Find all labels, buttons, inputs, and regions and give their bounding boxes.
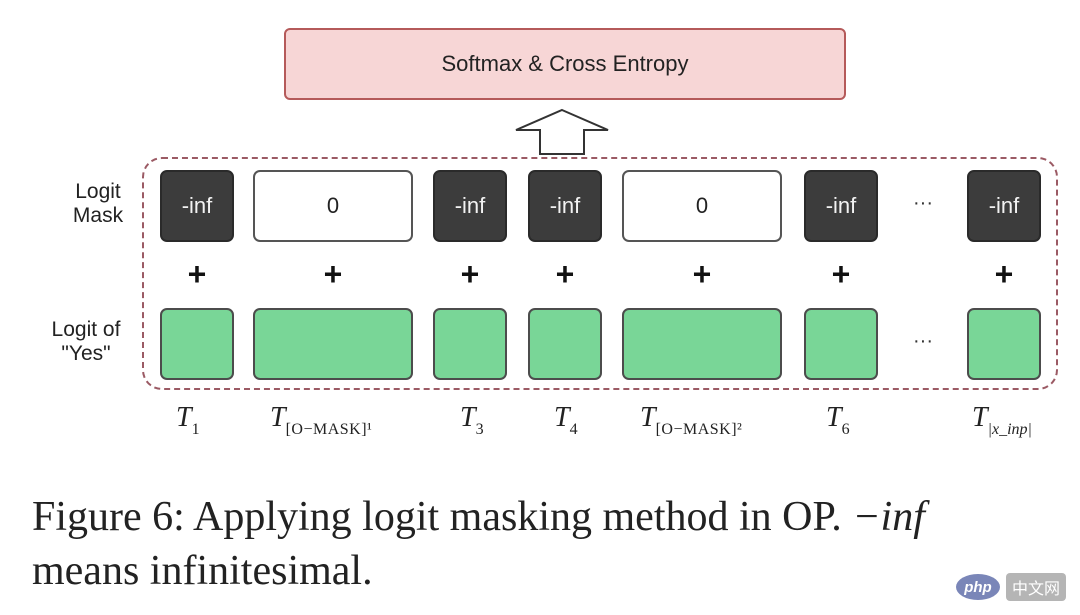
token-main: T — [972, 402, 988, 433]
row-label-logit-yes: Logit of "Yes" — [36, 318, 136, 366]
logit-yes-cell — [622, 308, 782, 380]
token-sub: 6 — [841, 421, 851, 438]
mask-value: -inf — [454, 193, 486, 218]
mask-value: -inf — [988, 193, 1020, 218]
mask-cell: -inf — [967, 170, 1041, 242]
plus-sign: + — [994, 256, 1014, 292]
row-label-line: Logit of — [51, 318, 121, 341]
mask-cell: 0 — [622, 170, 782, 242]
up-arrow-icon — [515, 108, 609, 155]
mask-value: -inf — [181, 193, 213, 218]
mask-cell: 0 — [253, 170, 413, 242]
watermark-site: 中文网 — [1005, 573, 1066, 601]
token-sub: 4 — [569, 421, 579, 438]
caption-prefix: Figure 6: Applying logit masking method … — [32, 494, 853, 540]
token-label: T|x_inp| — [972, 402, 1032, 438]
mask-cell: -inf — [433, 170, 507, 242]
plus-sign: + — [555, 256, 575, 292]
plus-sign: + — [831, 256, 851, 292]
mask-value: -inf — [825, 193, 857, 218]
token-sub: [O−MASK]¹ — [285, 421, 373, 438]
token-sub: 1 — [191, 421, 201, 438]
logit-yes-cell — [253, 308, 413, 380]
mask-cell: -inf — [160, 170, 234, 242]
token-sub: [O−MASK]² — [655, 421, 743, 438]
php-logo-icon: php — [955, 574, 1000, 600]
row-label-logit-mask: Logit Mask — [58, 180, 138, 228]
plus-sign: + — [187, 256, 207, 292]
softmax-label: Softmax & Cross Entropy — [441, 51, 689, 76]
mask-cell: -inf — [804, 170, 878, 242]
softmax-cross-entropy-box: Softmax & Cross Entropy — [284, 28, 846, 100]
figure-caption: Figure 6: Applying logit masking method … — [32, 490, 1052, 598]
plus-sign: + — [460, 256, 480, 292]
token-label: T6 — [826, 402, 850, 438]
mask-value: -inf — [549, 193, 581, 218]
row-label-line: "Yes" — [61, 342, 111, 365]
logit-yes-cell — [160, 308, 234, 380]
token-main: T — [176, 402, 192, 433]
token-main: T — [460, 402, 476, 433]
logit-yes-cell — [804, 308, 878, 380]
logit-yes-cell — [528, 308, 602, 380]
token-label: T[O−MASK]² — [640, 402, 742, 438]
token-main: T — [554, 402, 570, 433]
plus-sign: + — [323, 256, 343, 292]
logit-ellipsis: ··· — [913, 330, 933, 352]
token-sub: |x_inp| — [987, 421, 1032, 438]
watermark: php 中文网 — [955, 573, 1066, 601]
plus-sign: + — [692, 256, 712, 292]
mask-value: 0 — [326, 193, 340, 218]
caption-suffix: means infinitesimal. — [32, 548, 373, 594]
caption-math: −inf — [852, 494, 925, 540]
mask-ellipsis: ··· — [913, 192, 933, 214]
token-sub: 3 — [475, 421, 485, 438]
token-label: T1 — [176, 402, 200, 438]
token-label: T3 — [460, 402, 484, 438]
token-main: T — [640, 402, 656, 433]
logit-yes-cell — [433, 308, 507, 380]
token-label: T4 — [554, 402, 578, 438]
logit-yes-cell — [967, 308, 1041, 380]
row-label-line: Mask — [72, 204, 124, 227]
token-label: T[O−MASK]¹ — [270, 402, 372, 438]
row-label-line: Logit — [75, 180, 121, 203]
mask-value: 0 — [695, 193, 709, 218]
token-main: T — [826, 402, 842, 433]
mask-cell: -inf — [528, 170, 602, 242]
logit-mask-container — [142, 157, 1058, 390]
token-main: T — [270, 402, 286, 433]
